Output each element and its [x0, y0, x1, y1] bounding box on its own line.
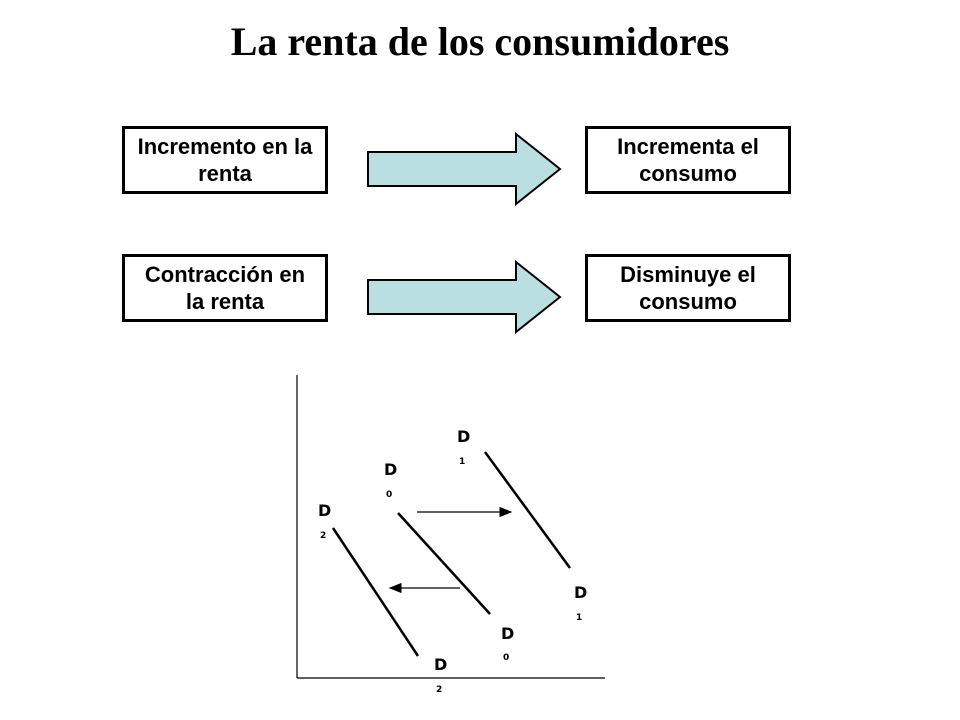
- label-d0-top-sub: 0: [386, 490, 392, 500]
- label-d2-top-sub: 2: [320, 531, 326, 541]
- demand-curve-d2: [331, 527, 420, 657]
- label-d0-bottom: D: [501, 624, 514, 643]
- demand-curve-d0: [397, 512, 491, 615]
- label-d2-top: D: [318, 501, 331, 520]
- label-d1-bottom-sub: 1: [576, 613, 582, 623]
- cause-box-increase: Incremento en la renta: [122, 126, 328, 194]
- label-d2-bottom: D: [434, 655, 447, 674]
- label-d1-bottom: D: [574, 583, 587, 602]
- demand-curve-d1: [483, 451, 572, 569]
- label-d2-bottom-sub: 2: [436, 685, 442, 695]
- cause-box-contraction: Contracción en la renta: [122, 254, 328, 322]
- page-title: La renta de los consumidores: [230, 19, 730, 64]
- label-d0-top: D: [384, 460, 397, 479]
- effect-box-contraction: Disminuye el consumo: [585, 254, 791, 322]
- effect-box-increase: Incrementa el consumo: [585, 126, 791, 194]
- label-d1-top: D: [457, 427, 470, 446]
- right-arrow-icon: [367, 260, 562, 334]
- label-d0-bottom-sub: 0: [503, 653, 509, 663]
- right-arrow-icon: [367, 132, 562, 206]
- label-d1-top-sub: 1: [459, 457, 465, 467]
